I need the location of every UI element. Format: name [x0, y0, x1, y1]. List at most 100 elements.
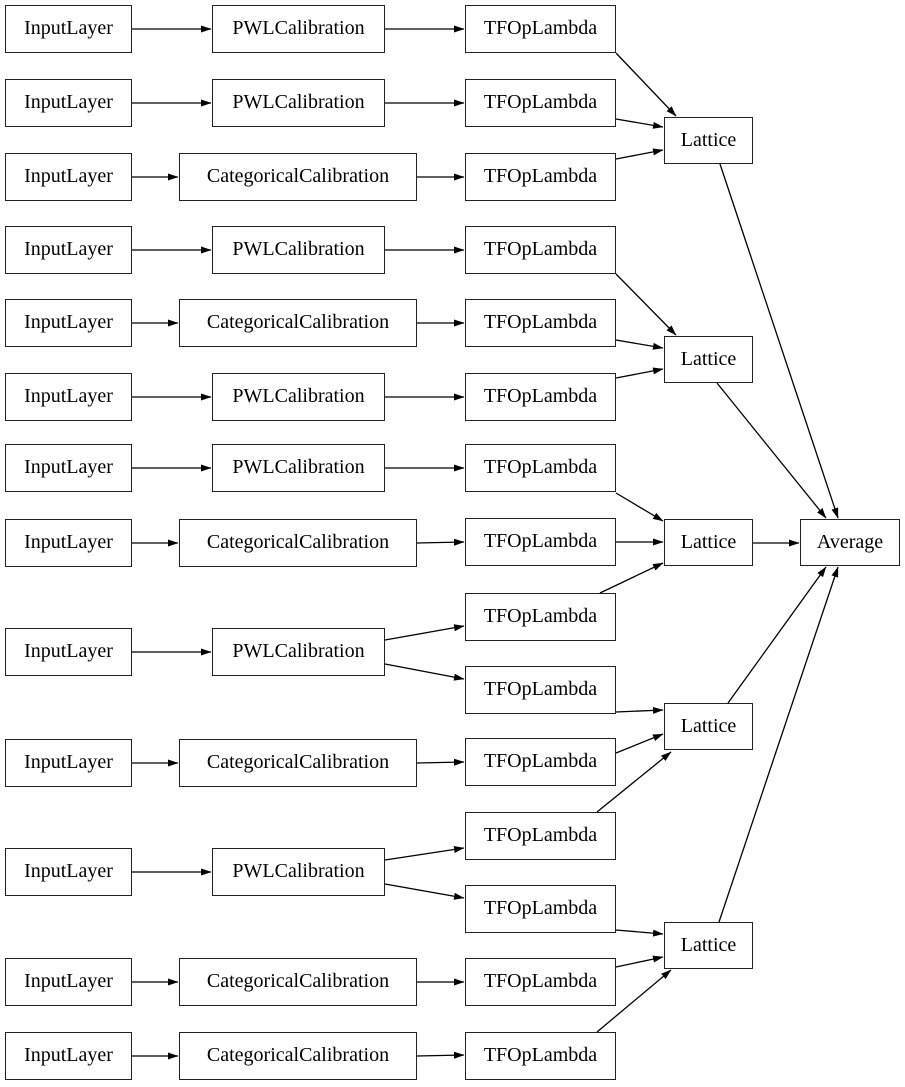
node-label: TFOpLambda	[483, 750, 598, 772]
edge-tfop-14-to-lattice-5	[615, 955, 664, 968]
node-tfop-14: TFOpLambda	[465, 958, 616, 1006]
edge-tfop-10-to-lattice-4	[615, 706, 664, 714]
node-label: InputLayer	[24, 751, 113, 773]
node-input-6: InputLayer	[5, 373, 132, 421]
node-lattice-2: Lattice	[664, 336, 753, 383]
node-label: InputLayer	[24, 640, 113, 662]
edge-pwl-9-to-tfop-10	[384, 663, 465, 681]
edge-lattice-5-to-average	[718, 566, 839, 923]
edge-lattice-4-to-average	[727, 566, 827, 704]
node-label: Lattice	[680, 714, 737, 737]
node-label: PWLCalibration	[232, 640, 365, 662]
node-label: CategoricalCalibration	[206, 970, 390, 992]
node-tfop-12: TFOpLambda	[465, 812, 616, 860]
node-label: InputLayer	[24, 456, 113, 478]
node-pwl-7: PWLCalibration	[212, 444, 385, 492]
node-label: InputLayer	[24, 860, 113, 882]
edge-pwl-9-to-tfop-9	[384, 624, 465, 641]
node-input-1: InputLayer	[5, 5, 132, 53]
node-catcal-8: CategoricalCalibration	[179, 519, 417, 567]
edge-catcal-8-to-tfop-8	[416, 538, 465, 546]
node-input-12: InputLayer	[5, 958, 132, 1006]
node-label: CategoricalCalibration	[206, 1044, 390, 1066]
node-average: Average	[800, 519, 900, 566]
node-input-8: InputLayer	[5, 519, 132, 567]
node-label: PWLCalibration	[232, 91, 365, 113]
node-label: InputLayer	[24, 531, 113, 553]
node-label: PWLCalibration	[232, 238, 365, 260]
node-input-9: InputLayer	[5, 628, 132, 676]
edge-catcal-13-to-tfop-15	[416, 1051, 465, 1059]
node-catcal-3: CategoricalCalibration	[179, 153, 417, 201]
node-label: TFOpLambda	[483, 311, 598, 333]
node-lattice-3: Lattice	[664, 519, 753, 566]
node-catcal-10: CategoricalCalibration	[179, 739, 417, 787]
node-label: Lattice	[680, 347, 737, 370]
edge-tfop-9-to-lattice-3	[599, 562, 664, 594]
edge-lattice-2-to-average	[716, 382, 827, 519]
node-label: Lattice	[680, 530, 737, 553]
node-tfop-3: TFOpLambda	[465, 153, 616, 201]
node-input-5: InputLayer	[5, 299, 132, 347]
node-input-10: InputLayer	[5, 739, 132, 787]
edge-tfop-5-to-lattice-2	[615, 339, 664, 350]
edge-tfop-7-to-lattice-3	[615, 492, 664, 522]
node-label: Lattice	[680, 933, 737, 956]
node-lattice-1: Lattice	[664, 117, 753, 164]
node-tfop-10: TFOpLambda	[465, 666, 616, 714]
node-tfop-13: TFOpLambda	[465, 885, 616, 933]
node-label: TFOpLambda	[483, 970, 598, 992]
node-catcal-5: CategoricalCalibration	[179, 299, 417, 347]
node-label: InputLayer	[24, 165, 113, 187]
node-label: TFOpLambda	[483, 165, 598, 187]
node-tfop-1: TFOpLambda	[465, 5, 616, 53]
edge-tfop-2-to-lattice-1	[615, 118, 664, 129]
node-label: InputLayer	[24, 17, 113, 39]
edge-pwl-11-to-tfop-13	[384, 883, 465, 900]
edge-tfop-6-to-lattice-2	[615, 367, 664, 379]
edge-catcal-10-to-tfop-11	[416, 758, 465, 766]
node-catcal-13: CategoricalCalibration	[179, 1032, 417, 1080]
node-label: TFOpLambda	[483, 530, 598, 552]
node-input-13: InputLayer	[5, 1032, 132, 1080]
node-pwl-11: PWLCalibration	[212, 848, 385, 896]
node-input-11: InputLayer	[5, 848, 132, 896]
node-label: PWLCalibration	[232, 385, 365, 407]
node-label: InputLayer	[24, 970, 113, 992]
edge-tfop-4-to-lattice-2	[615, 273, 677, 336]
node-label: Lattice	[680, 128, 737, 151]
node-pwl-2: PWLCalibration	[212, 79, 385, 127]
node-label: TFOpLambda	[483, 605, 598, 627]
edge-tfop-11-to-lattice-4	[615, 733, 664, 754]
node-pwl-1: PWLCalibration	[212, 5, 385, 53]
node-label: TFOpLambda	[483, 897, 598, 919]
node-pwl-6: PWLCalibration	[212, 373, 385, 421]
node-input-4: InputLayer	[5, 226, 132, 274]
node-tfop-9: TFOpLambda	[465, 593, 616, 641]
edge-lattice-1-to-average	[719, 163, 839, 519]
node-pwl-9: PWLCalibration	[212, 628, 385, 676]
node-input-2: InputLayer	[5, 79, 132, 127]
node-tfop-7: TFOpLambda	[465, 444, 616, 492]
edge-tfop-3-to-lattice-1	[615, 148, 664, 160]
edge-tfop-15-to-lattice-5	[596, 969, 672, 1033]
node-label: CategoricalCalibration	[206, 751, 390, 773]
node-label: TFOpLambda	[483, 824, 598, 846]
node-label: PWLCalibration	[232, 860, 365, 882]
node-tfop-15: TFOpLambda	[465, 1032, 616, 1080]
node-label: InputLayer	[24, 238, 113, 260]
node-label: InputLayer	[24, 385, 113, 407]
node-catcal-12: CategoricalCalibration	[179, 958, 417, 1006]
node-label: TFOpLambda	[483, 385, 598, 407]
node-lattice-4: Lattice	[664, 703, 753, 750]
node-label: PWLCalibration	[232, 456, 365, 478]
node-lattice-5: Lattice	[664, 922, 753, 969]
node-label: InputLayer	[24, 311, 113, 333]
node-tfop-5: TFOpLambda	[465, 299, 616, 347]
node-tfop-11: TFOpLambda	[465, 738, 616, 786]
node-input-3: InputLayer	[5, 153, 132, 201]
node-label: CategoricalCalibration	[206, 311, 390, 333]
node-label: TFOpLambda	[483, 678, 598, 700]
edge-tfop-13-to-lattice-5	[615, 929, 664, 937]
